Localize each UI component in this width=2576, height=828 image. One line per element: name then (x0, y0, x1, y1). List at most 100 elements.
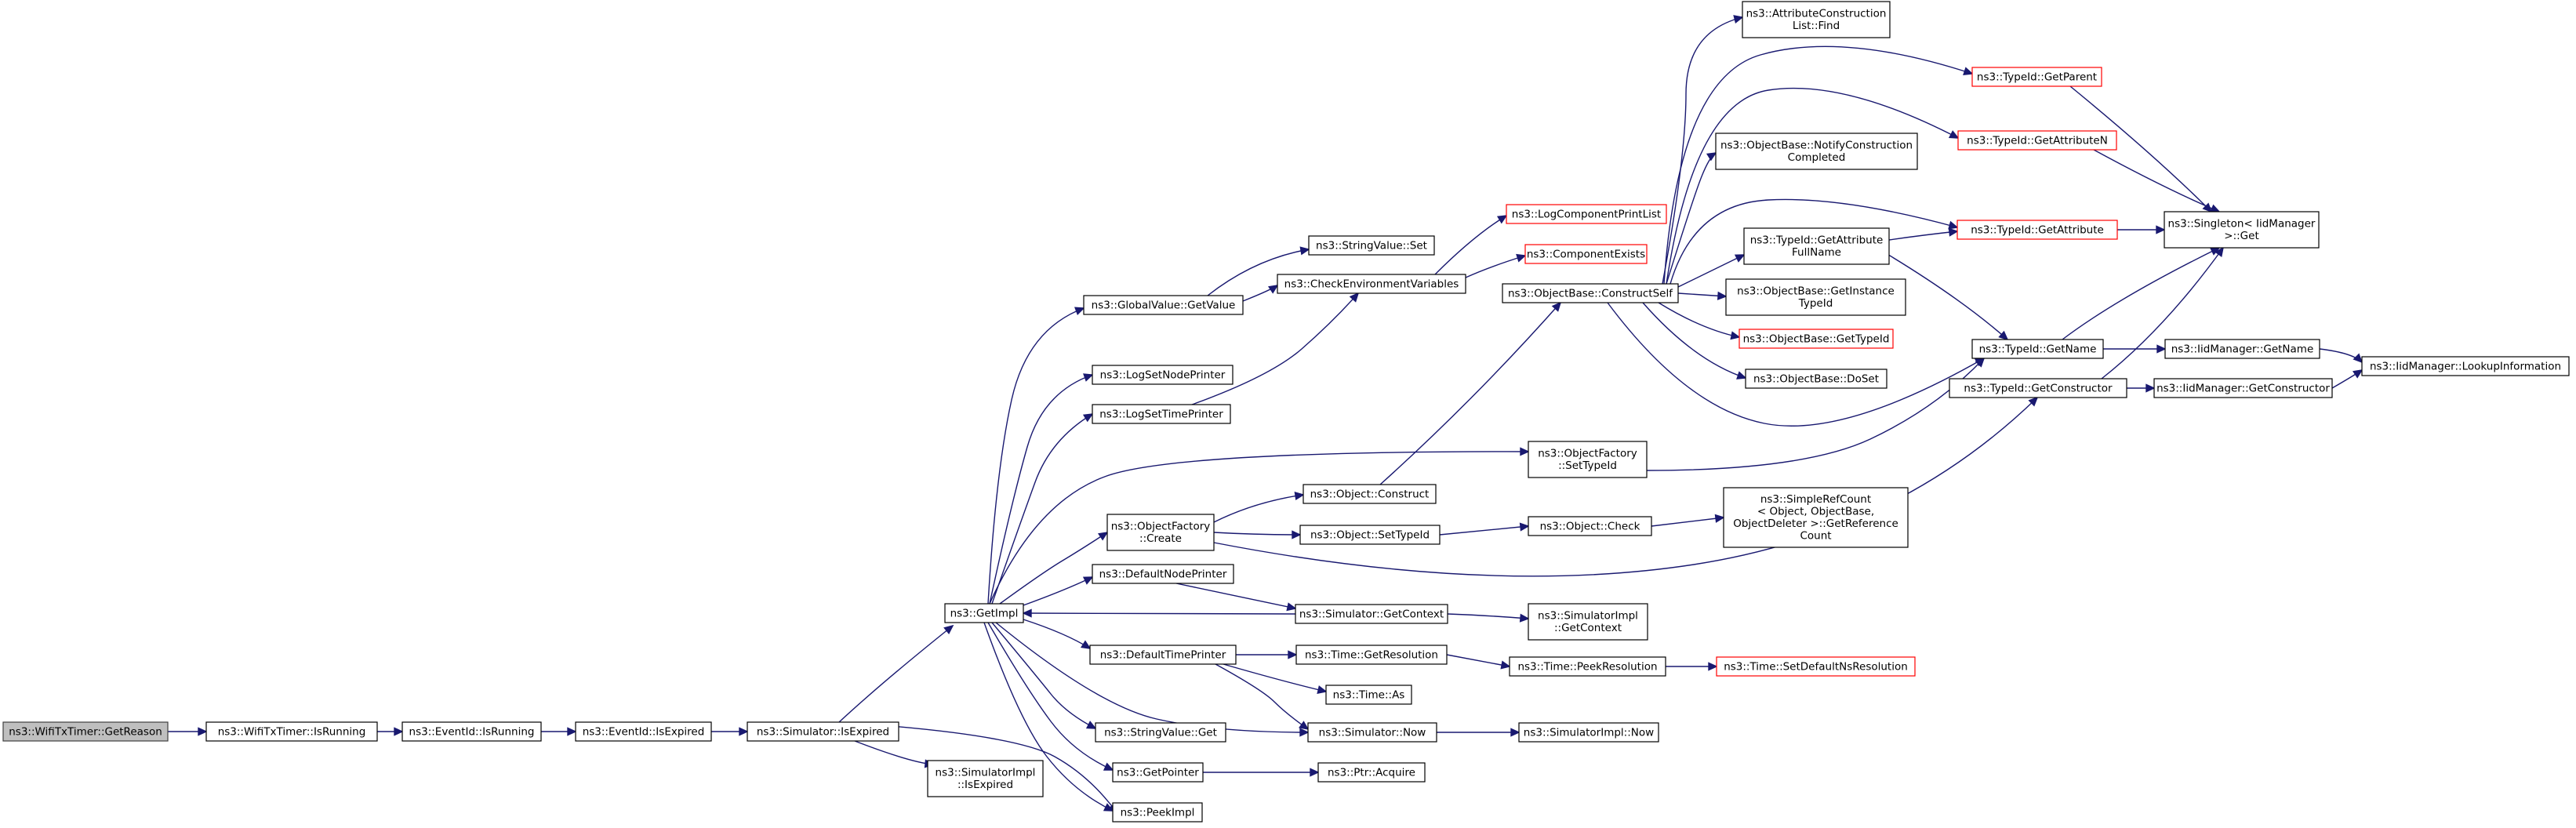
node-box (2164, 211, 2320, 249)
arrowhead (1349, 292, 1360, 303)
function-node[interactable]: ns3::ObjectBase::GetTypeId (1739, 329, 1894, 349)
function-node[interactable]: ns3::Time::SetDefaultNsResolution (1716, 656, 1916, 677)
call-edge (991, 413, 1094, 605)
call-edge-line (1023, 576, 1093, 606)
arrowhead (1948, 220, 1959, 230)
function-node[interactable]: ns3::WifiTxTimer::IsRunning (205, 721, 378, 742)
node-label: ::GetContext (1554, 622, 1622, 634)
node-label: ns3::AttributeConstruction (1746, 8, 1887, 20)
function-node[interactable]: ns3::Time::PeekResolution (1509, 656, 1666, 677)
arrowhead (2353, 369, 2363, 379)
function-node[interactable]: ns3::ObjectBase::DoSet (1745, 369, 1887, 389)
node-box (1506, 204, 1667, 224)
function-node[interactable]: ns3::StringValue::Get (1095, 722, 1226, 743)
function-node[interactable]: ns3::Simulator::Now (1307, 722, 1437, 743)
function-node[interactable]: ns3::TypeId::GetName (1971, 339, 2104, 359)
function-node[interactable]: ns3::SimulatorImpl::IsExpired (927, 760, 1044, 797)
arrowhead (1730, 331, 1741, 340)
call-edge (2319, 348, 2363, 364)
call-edge (1203, 768, 1320, 777)
node-label: ns3::LogComponentPrintList (1512, 208, 1661, 220)
arrowhead (1317, 685, 1328, 694)
call-edge-line (1669, 198, 1958, 285)
node-label: ns3::ObjectFactory (1538, 448, 1637, 460)
function-node[interactable]: ns3::Object::Construct (1303, 484, 1437, 504)
arrowhead (1500, 660, 1511, 670)
function-node[interactable]: ns3::IidManager::LookupInformation (2361, 356, 2570, 376)
function-node[interactable]: ns3::DefaultTimePrinter (1089, 645, 1237, 665)
node-label: ns3::Object::Check (1540, 520, 1640, 532)
arrowhead (1714, 514, 1725, 523)
function-node[interactable]: ns3::GlobalValue::GetValue (1083, 295, 1244, 315)
function-node[interactable]: ns3::TypeId::GetAttribute (1957, 220, 2118, 240)
call-edge (1666, 87, 1960, 285)
call-edge-line (1642, 302, 1746, 379)
arrowhead (1097, 532, 1109, 541)
function-node[interactable]: ns3::Simulator::IsExpired (747, 721, 899, 742)
function-node[interactable]: ns3::LogSetTimePrinter (1092, 404, 1231, 424)
arrowhead (1082, 413, 1094, 423)
function-node[interactable]: ns3::SimpleRefCount< Object, ObjectBase,… (1723, 487, 1909, 548)
function-node[interactable]: ns3::Time::GetResolution (1295, 645, 1448, 665)
function-node[interactable]: ns3::SimulatorImpl::GetContext (1528, 603, 1648, 641)
call-edge-line (1607, 302, 1985, 427)
call-edge (1236, 650, 1298, 659)
function-node[interactable]: ns3::CheckEnvironmentVariables (1277, 274, 1466, 294)
function-node[interactable]: ns3::PeekImpl (1112, 802, 1203, 823)
function-node[interactable]: ns3::ComponentExists (1524, 244, 1648, 264)
function-node[interactable]: ns3::IidManager::GetConstructor (2153, 378, 2333, 398)
function-node[interactable]: ns3::StringValue::Set (1308, 235, 1435, 256)
function-node[interactable]: ns3::Ptr::Acquire (1317, 762, 1426, 783)
function-node[interactable]: ns3::EventId::IsExpired (575, 721, 712, 742)
arrowhead (2353, 353, 2363, 364)
function-node[interactable]: ns3::ObjectBase::NotifyConstructionCompl… (1715, 133, 1918, 170)
function-node[interactable]: ns3::LogComponentPrintList (1506, 204, 1667, 224)
arrowhead (1733, 15, 1744, 24)
function-node[interactable]: ns3::TypeId::GetParent (1971, 67, 2102, 87)
function-node[interactable]: ns3::Object::SetTypeId (1299, 525, 1441, 545)
function-node[interactable]: ns3::ObjectFactory::Create (1106, 514, 1215, 551)
node-box (1725, 278, 1906, 316)
call-edge (1662, 15, 1744, 285)
call-edge-line (1213, 397, 2038, 577)
function-node[interactable]: ns3::ObjectFactory::SetTypeId (1528, 441, 1648, 478)
function-node[interactable]: ns3::IidManager::GetName (2164, 339, 2320, 359)
function-node[interactable]: ns3::LogSetNodePrinter (1092, 365, 1234, 385)
function-node[interactable]: ns3::TypeId::GetConstructor (1949, 378, 2127, 398)
call-edge (1437, 728, 1521, 737)
function-node[interactable]: ns3::Object::Check (1528, 516, 1652, 536)
node-box (1723, 487, 1909, 548)
call-edge-line (987, 622, 1114, 771)
arrowhead (1294, 492, 1305, 501)
call-edge-line (1447, 613, 1529, 619)
arrowhead (1268, 285, 1279, 294)
function-node[interactable]: ns3::EventId::IsRunning (401, 721, 542, 742)
node-box (1295, 604, 1448, 624)
arrowhead (1520, 447, 1530, 456)
function-node[interactable]: ns3::ObjectBase::ConstructSelf (1502, 283, 1679, 303)
call-edge (1439, 522, 1530, 536)
function-node[interactable]: ns3::Time::As (1325, 685, 1412, 705)
node-box (1277, 274, 1466, 294)
node-box (1742, 1, 1891, 38)
function-node[interactable]: ns3::GetImpl (944, 603, 1024, 623)
function-node[interactable]: ns3::Simulator::GetContext (1295, 604, 1448, 624)
arrowhead (567, 727, 577, 736)
function-node[interactable]: ns3::TypeId::GetAttributeN (1957, 130, 2117, 151)
arrowhead (943, 624, 954, 635)
node-label: ns3::ObjectBase::DoSet (1753, 372, 1879, 385)
function-node[interactable]: ns3::SimulatorImpl::Now (1518, 722, 1659, 743)
function-node[interactable]: ns3::GetPointer (1112, 762, 1204, 783)
function-node[interactable]: ns3::DefaultNodePrinter (1092, 564, 1234, 584)
call-edge (989, 373, 1094, 605)
node-label: ns3::SimulatorImpl (1538, 610, 1638, 623)
call-edge-line (1662, 16, 1743, 285)
call-edge (1669, 198, 1959, 285)
node-box (1715, 133, 1918, 170)
function-node[interactable]: ns3::Singleton< IidManager>::Get (2164, 211, 2320, 249)
node-box (1949, 378, 2127, 398)
arrowhead (1496, 215, 1508, 224)
